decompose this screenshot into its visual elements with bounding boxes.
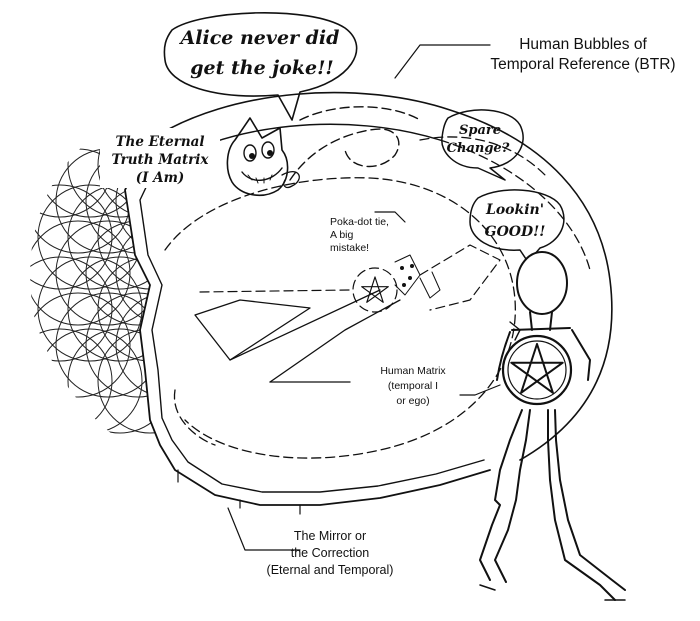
alice-speech-bubble: Alice never did get the joke!! [163, 12, 358, 121]
matrix-circle [30, 184, 113, 290]
matrix-circle [97, 184, 176, 290]
lookin-good-bubble: Lookin' GOOD!! [469, 189, 565, 263]
polka-dot-label: Poka-dot tie, A big mistake! [330, 216, 389, 254]
lookin-bubble-line-1: Lookin' [485, 202, 544, 218]
center-pentagram-icon [352, 254, 441, 313]
matrix-circle [67, 328, 173, 434]
polka-label-line-1: Poka-dot tie, [330, 216, 389, 228]
matrix-circle [37, 256, 143, 362]
truth-matrix-label: The Eternal Truth Matrix (I Am) [100, 128, 220, 188]
btr-label-line-2: Temporal Reference (BTR) [490, 56, 675, 73]
human-label-line-1: Human Matrix [380, 365, 446, 377]
matrix-circle [85, 220, 176, 326]
matrix-circle [85, 292, 176, 398]
mirror-label-line-2: the Correction [291, 546, 370, 560]
projection-lines [194, 244, 501, 383]
truth-label-line-3: (I Am) [136, 170, 185, 186]
spare-bubble-line-1: Spare [459, 123, 501, 138]
human-label-line-2: (temporal I [388, 380, 438, 392]
inner-temporal-sphere [164, 177, 516, 459]
matrix-circle [30, 328, 113, 434]
spare-bubble-line-2: Change? [447, 141, 510, 156]
matrix-circle [30, 292, 131, 398]
human-matrix-label: Human Matrix (temporal I or ego) [380, 365, 446, 407]
cheshire-cat-icon [226, 117, 300, 197]
matrix-circle [97, 256, 176, 362]
btr-label: Human Bubbles of Temporal Reference (BTR… [490, 36, 675, 73]
mirror-label-line-3: (Eternal and Temporal) [267, 563, 394, 577]
mirror-boundary [124, 139, 491, 515]
human-label-line-3: or ego) [396, 395, 429, 407]
stick-figure-icon [479, 251, 626, 601]
cat-dashed-trail [289, 106, 546, 181]
truth-label-line-2: Truth Matrix [112, 152, 210, 168]
matrix-circle [30, 220, 131, 326]
spare-change-bubble: Spare Change? [441, 109, 524, 181]
truth-label-line-1: The Eternal [115, 134, 204, 150]
btr-label-line-1: Human Bubbles of [519, 36, 647, 53]
mirror-label: The Mirror or the Correction (Eternal an… [267, 529, 394, 577]
alice-bubble-line-2: get the joke!! [190, 57, 334, 79]
alice-bubble-line-1: Alice never did [179, 27, 340, 49]
polka-label-line-3: mistake! [330, 242, 369, 254]
matrix-circle [30, 256, 113, 362]
label-leader-lines [227, 44, 501, 551]
polka-label-line-2: A big [330, 229, 354, 241]
matrix-circle [37, 328, 143, 434]
lookin-bubble-line-2: GOOD!! [485, 224, 546, 240]
matrix-circle [115, 292, 176, 398]
matrix-circle [30, 131, 113, 218]
mirror-label-line-1: The Mirror or [294, 529, 366, 543]
